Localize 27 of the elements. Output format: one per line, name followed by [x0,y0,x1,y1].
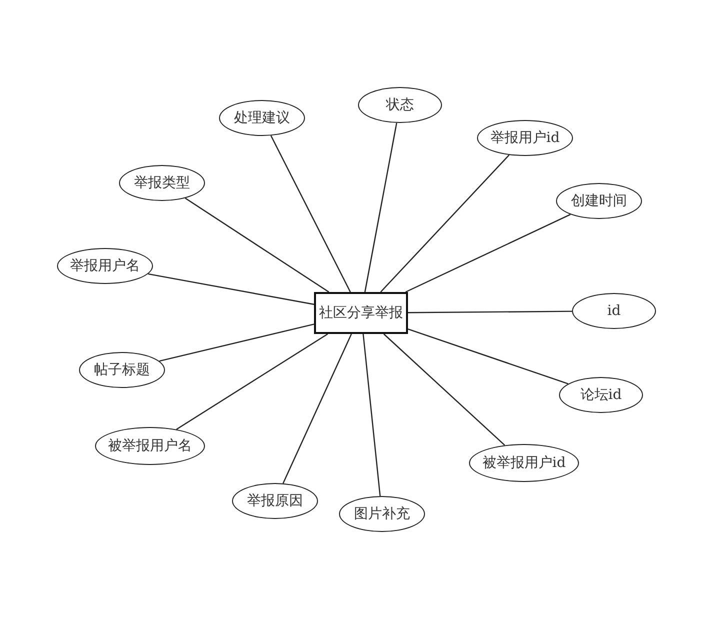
attribute-ellipse: id [572,293,656,329]
connector-line [408,310,572,314]
attribute-ellipse: 帖子标题 [79,352,165,388]
connector-line [383,334,506,446]
attribute-ellipse: 创建时间 [556,183,642,219]
connector-line [364,122,398,292]
attribute-ellipse: 举报原因 [232,483,318,519]
connector-line [380,154,510,292]
attribute-ellipse: 状态 [358,87,442,123]
attribute-ellipse: 举报用户id [477,120,573,156]
attribute-ellipse: 图片补充 [339,496,425,532]
attribute-ellipse: 举报类型 [119,165,205,201]
connector-line [184,198,330,292]
attribute-ellipse: 论坛id [559,377,643,413]
connector-line [282,334,352,484]
connector-line [148,273,314,305]
attribute-ellipse: 被举报用户名 [95,427,205,465]
connector-line [408,328,568,384]
connector-line [176,334,328,430]
connector-line [405,214,571,293]
connector-line [270,135,351,292]
connector-line [159,324,314,362]
connector-line [362,334,381,496]
attribute-ellipse: 处理建议 [219,100,305,136]
entity-box: 社区分享举报 [314,292,408,334]
attribute-ellipse: 举报用户名 [57,248,153,284]
attribute-ellipse: 被举报用户id [469,444,579,482]
